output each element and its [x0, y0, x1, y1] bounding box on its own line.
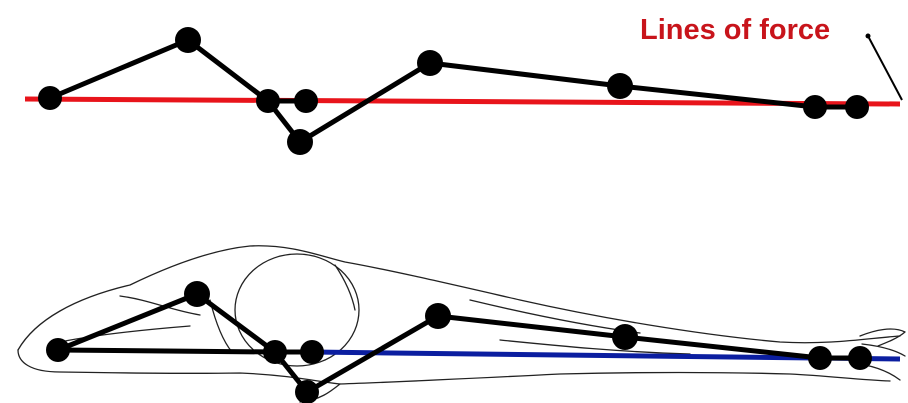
top-joint-3 — [256, 89, 280, 113]
bottom-joint-9 — [848, 346, 872, 370]
swimmer-body-outline — [17, 245, 906, 403]
top-diagram: Lines of force — [24, 14, 903, 155]
bottom-skeleton — [57, 291, 860, 395]
bottom-joint-3 — [263, 340, 287, 364]
bottom-joint-5 — [295, 380, 319, 403]
top-joint-9 — [845, 95, 869, 119]
top-joint-1 — [38, 86, 62, 110]
line-of-force-top — [24, 96, 901, 107]
bottom-joint-6 — [425, 303, 451, 329]
top-joint-2 — [175, 27, 201, 53]
top-joint-8 — [803, 95, 827, 119]
bottom-joint-4 — [300, 340, 324, 364]
bottom-diagram — [17, 245, 906, 403]
top-joint-5 — [287, 129, 313, 155]
bottom-joint-8 — [808, 346, 832, 370]
top-skeleton-line — [49, 37, 857, 145]
bottom-joint-2 — [184, 281, 210, 307]
label-leader-line — [867, 35, 903, 101]
top-joint-4 — [294, 89, 318, 113]
bottom-joint-7 — [612, 324, 638, 350]
top-joint-7 — [607, 73, 633, 99]
top-joint-6 — [417, 50, 443, 76]
bottom-joint-1 — [46, 338, 70, 362]
lines-of-force-label: Lines of force — [640, 14, 830, 46]
